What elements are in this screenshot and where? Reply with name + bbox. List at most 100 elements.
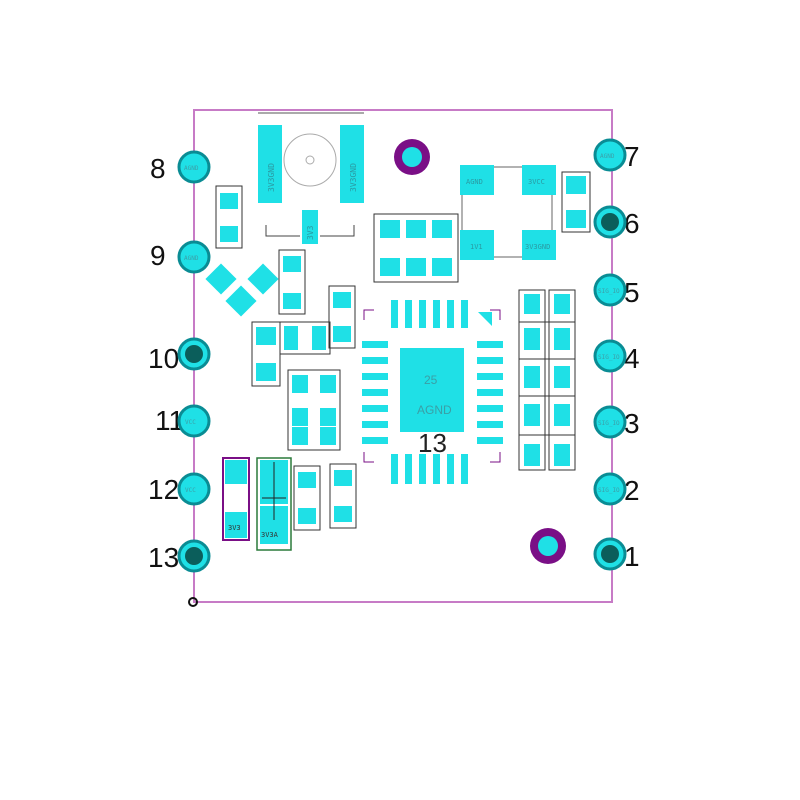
chip-pin	[477, 341, 503, 348]
component-pad	[225, 512, 247, 538]
pad-label: 3V3GND	[267, 163, 276, 192]
component-pad	[566, 210, 586, 228]
component-pad	[522, 230, 556, 260]
component-outline	[283, 133, 337, 187]
component-pad	[460, 165, 494, 195]
outline	[518, 289, 546, 471]
component-pad	[258, 125, 282, 203]
chip-pin	[362, 405, 388, 412]
pin-number: 3	[624, 408, 640, 439]
smd-pad	[554, 404, 570, 426]
edge-pad	[593, 339, 627, 373]
pad-net-label: AGND	[184, 165, 199, 172]
chip-pin	[477, 405, 503, 412]
chip-pin	[362, 341, 388, 348]
smd-pad	[380, 258, 400, 276]
mounting-via-pad	[538, 536, 558, 556]
edge-pad	[177, 404, 211, 438]
component-pad	[225, 460, 247, 484]
chip-label: 25	[424, 373, 438, 387]
chip-pin	[477, 437, 503, 444]
smd-pad	[334, 470, 352, 486]
exposed-pad	[400, 348, 464, 432]
smd-pad	[554, 328, 570, 350]
pad-label: 3V3GND	[525, 243, 550, 251]
smd-pad	[283, 293, 301, 309]
outline	[287, 369, 341, 451]
pin-number: 13	[148, 542, 179, 573]
edge-pad	[177, 150, 211, 184]
chip-pin	[477, 421, 503, 428]
pad-label: 3V3	[306, 225, 315, 240]
left-edge-pads: AGND AGND VCC VCC	[177, 150, 211, 573]
smd-pad	[524, 328, 540, 350]
part-label: 3V3A	[261, 531, 279, 539]
chip-label: AGND	[417, 403, 452, 417]
smd-pad	[524, 366, 540, 388]
edge-pad-hole	[185, 547, 203, 565]
smd-pad	[554, 444, 570, 466]
qfn-right-pins	[477, 341, 503, 444]
pin-number: 9	[150, 240, 166, 271]
mounting-via-pad	[402, 147, 422, 167]
chip-pin	[362, 421, 388, 428]
pin-number: 7	[624, 141, 640, 172]
smd-pad	[292, 427, 308, 445]
chip-pin	[447, 300, 454, 328]
smd-pad	[220, 226, 238, 242]
pad-net-label: SIG_IO	[598, 288, 620, 295]
top-component: 3V3GND 3V3GND 3V3	[258, 112, 364, 244]
component-body	[256, 457, 292, 551]
qfn-top-pins	[391, 300, 468, 328]
chip-pin	[362, 373, 388, 380]
pin-number: 8	[150, 153, 166, 184]
smd-pad	[284, 326, 298, 350]
smd-pad	[320, 408, 336, 426]
edge-pad-hole	[601, 213, 619, 231]
edge-pad	[593, 472, 627, 506]
smd-pad	[256, 327, 276, 345]
pad-net-label: AGND	[184, 255, 199, 262]
smd-pad	[432, 258, 452, 276]
smd-pad	[333, 326, 351, 342]
quad-component: AGND 3VCC 1V1 3V3GND	[460, 165, 591, 260]
component-marker	[305, 155, 315, 165]
mounting-vias	[394, 139, 566, 564]
chip-designator: 13	[418, 428, 447, 458]
smd-pad	[283, 256, 301, 272]
qfn-bottom-pins	[391, 454, 468, 484]
chip-pin	[391, 454, 398, 484]
pin-number: 1	[624, 541, 640, 572]
pad-net-label: SIG_IO	[598, 354, 620, 361]
chip-pin	[461, 454, 468, 484]
edge-pad	[177, 240, 211, 274]
pad-net-label: SIG_IO	[598, 487, 620, 494]
pin-number: 2	[624, 475, 640, 506]
component-pad	[340, 125, 364, 203]
pad-label: 3V3GND	[349, 163, 358, 192]
edge-pad	[593, 273, 627, 307]
pin-number: 12	[148, 474, 179, 505]
smd-pad	[247, 263, 279, 295]
pad-label: AGND	[466, 178, 483, 186]
left-components	[205, 185, 357, 531]
edge-pad-hole	[601, 545, 619, 563]
part-label: 3V3	[228, 524, 241, 532]
outline	[265, 225, 355, 237]
outline	[461, 166, 553, 258]
smd-pad	[406, 258, 426, 276]
chip-pin	[362, 357, 388, 364]
edge-pad	[177, 472, 211, 506]
outline	[373, 213, 459, 283]
smd-pad	[298, 472, 316, 488]
outline	[328, 285, 356, 349]
smd-pad	[292, 408, 308, 426]
chip-pin	[362, 389, 388, 396]
smd-pad	[554, 366, 570, 388]
pad-label: 1V1	[470, 243, 483, 251]
resistor-array	[373, 213, 459, 283]
component-pad	[522, 165, 556, 195]
outline	[278, 249, 306, 315]
component-pad	[302, 210, 318, 244]
smd-pad	[298, 508, 316, 524]
